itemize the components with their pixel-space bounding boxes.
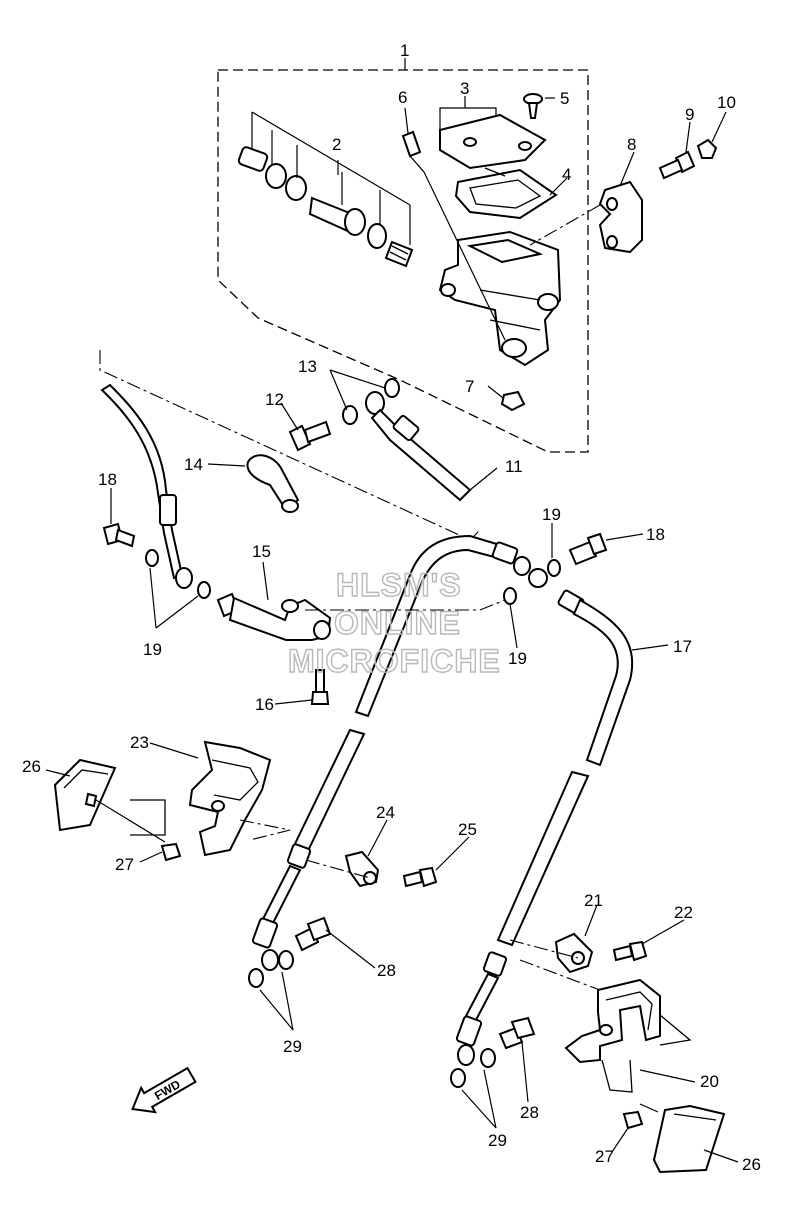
holder-8: [598, 180, 643, 254]
washer-19b: [197, 581, 211, 599]
callout-14: 14: [184, 455, 203, 474]
reservoir-cap: [439, 113, 558, 220]
callout-16: 16: [255, 695, 274, 714]
bolt-22: [612, 940, 648, 962]
watermark-line-1: HLSM'S: [336, 567, 462, 603]
watermark: HLSM'S ONLINE MICROFICHE: [287, 566, 501, 679]
callout-7: 7: [465, 377, 474, 396]
bracket-20: [564, 978, 661, 1093]
callout-5: 5: [560, 89, 569, 108]
callout-29-left: 29: [283, 1037, 302, 1056]
brake-hose-17: [251, 534, 634, 1066]
bolt-16: [310, 669, 330, 705]
bracket-23: [188, 740, 272, 857]
brake-hose-11: [100, 383, 193, 589]
callout-27-left: 27: [115, 855, 134, 874]
callout-8: 8: [627, 135, 636, 154]
watermark-line-3: MICROFICHE: [288, 643, 501, 679]
callout-28-right: 28: [520, 1103, 539, 1122]
cap-7: [500, 390, 526, 412]
master-cylinder-body: [438, 230, 562, 367]
callout-29-right: 29: [488, 1131, 507, 1150]
joint-15: [216, 592, 332, 641]
watermark-line-2: ONLINE: [334, 605, 461, 641]
callout-labels: 1 2 3 4 5 6 7 8 9 10 11 12 13 14 15 16 1…: [22, 41, 761, 1174]
callout-18-right: 18: [646, 525, 665, 544]
nut-10: [696, 138, 718, 159]
bolt-18-left: [102, 522, 136, 548]
nut-27-left: [160, 842, 182, 862]
callout-19-top: 19: [542, 505, 561, 524]
bolt-28-left: [294, 916, 332, 952]
callout-11: 11: [505, 457, 523, 476]
washer-13a: [384, 378, 400, 398]
washer-29b: [248, 968, 264, 988]
assembly-outline: [217, 69, 589, 453]
callout-9: 9: [685, 105, 694, 124]
callout-6: 6: [398, 88, 407, 107]
bolt-28-right: [498, 1016, 536, 1050]
guide-26-right: [652, 1104, 726, 1174]
callout-20: 20: [700, 1072, 719, 1091]
washer-19a: [145, 549, 159, 567]
washer-29c: [480, 1048, 496, 1068]
callout-27-right: 27: [595, 1147, 614, 1166]
callout-1: 1: [400, 41, 409, 60]
hose-fitting-11: [365, 391, 472, 502]
callout-3: 3: [460, 79, 469, 98]
bolt-25: [402, 866, 438, 888]
clip-24: [344, 850, 380, 888]
callout-19-left: 19: [143, 640, 162, 659]
fwd-arrow-icon: FWD: [131, 1066, 197, 1114]
clip-21: [554, 932, 594, 974]
callout-21: 21: [584, 891, 603, 910]
callout-13: 13: [298, 357, 317, 376]
callout-15: 15: [252, 542, 271, 561]
bleed-screw-6: [401, 130, 425, 173]
cap-14: [246, 454, 300, 513]
washer-13b: [342, 405, 358, 425]
nut-27-right: [622, 1110, 644, 1130]
callout-17: 17: [673, 637, 692, 656]
callout-22: 22: [674, 903, 693, 922]
screw-5: [523, 93, 543, 119]
callout-4: 4: [562, 165, 571, 184]
callout-19-right: 19: [508, 649, 527, 668]
bolt-9: [658, 150, 696, 180]
callout-24: 24: [376, 803, 395, 822]
washer-29a: [278, 950, 294, 970]
callout-28-left: 28: [377, 961, 396, 980]
callout-2: 2: [332, 135, 341, 154]
bolt-18-right: [568, 532, 608, 566]
union-bolt-12: [288, 420, 332, 452]
washer-29d: [450, 1068, 466, 1088]
callout-10: 10: [717, 93, 736, 112]
callout-12: 12: [265, 390, 284, 409]
callout-18-left: 18: [98, 470, 117, 489]
washer-19c: [547, 559, 561, 577]
washer-19d: [503, 587, 517, 605]
guide-26-left: [53, 758, 117, 832]
callout-25: 25: [458, 820, 477, 839]
callout-23: 23: [130, 733, 149, 752]
callout-26-left: 26: [22, 757, 41, 776]
callout-26-right: 26: [742, 1155, 761, 1174]
piston-kit: [237, 146, 414, 268]
